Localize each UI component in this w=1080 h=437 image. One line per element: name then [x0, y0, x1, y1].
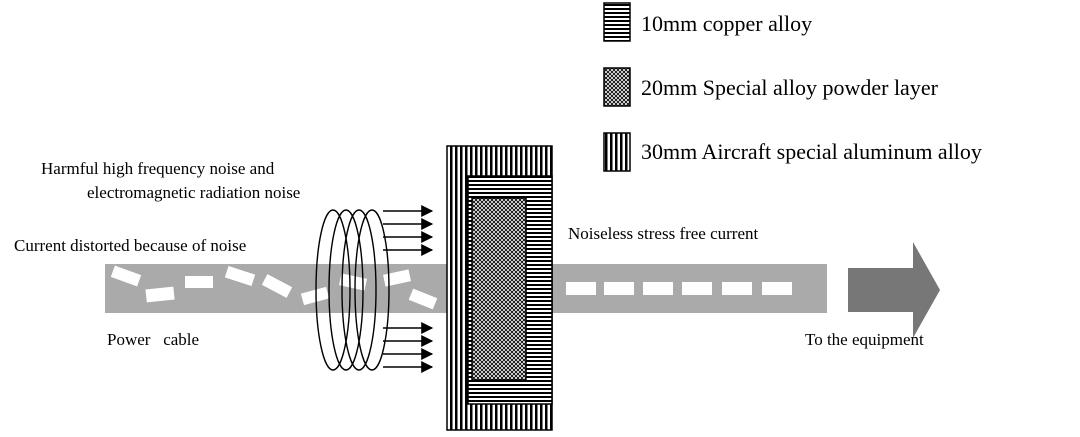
noise-label-line2: electromagnetic radiation noise	[87, 183, 301, 202]
distorted-pulse	[339, 273, 367, 291]
power-cable-label: Power cable	[107, 330, 200, 349]
legend	[603, 2, 631, 172]
distorted-pulses	[110, 265, 438, 310]
distorted-pulse	[261, 274, 293, 298]
distorted-pulse	[383, 269, 411, 287]
distorted-current-label: Current distorted because of noise	[14, 236, 247, 255]
legend-label-powder: 20mm Special alloy powder layer	[641, 75, 938, 100]
distorted-pulse	[300, 286, 330, 306]
noise-arrows-lower	[383, 322, 434, 373]
legend-label-aluminum: 30mm Aircraft special aluminum alloy	[641, 139, 982, 164]
distorted-pulse	[145, 286, 175, 303]
legend-label-copper: 10mm copper alloy	[641, 11, 813, 36]
clean-pulse	[643, 282, 673, 295]
distorted-pulse	[408, 288, 438, 310]
to-equipment-arrow	[848, 242, 940, 338]
clean-current-label: Noiseless stress free current	[568, 224, 759, 243]
to-equipment-label: To the equipment	[805, 330, 924, 349]
noise-label-line1: Harmful high frequency noise and	[41, 159, 275, 178]
legend-swatch-aluminum	[603, 132, 631, 172]
distorted-pulse	[224, 265, 256, 287]
legend-swatch-copper	[603, 2, 631, 42]
distorted-pulse	[185, 276, 213, 288]
clean-pulse	[762, 282, 792, 295]
clean-pulse	[682, 282, 712, 295]
noise-coils	[315, 209, 390, 371]
legend-swatch-powder	[603, 67, 631, 107]
filter-block	[446, 145, 553, 431]
noise-coil	[315, 209, 351, 371]
powder-layer	[471, 197, 527, 381]
distorted-pulse	[110, 265, 142, 287]
noise-arrows-upper	[383, 205, 434, 256]
noise-coil	[354, 209, 390, 371]
clean-pulse	[566, 282, 596, 295]
clean-pulse	[604, 282, 634, 295]
noise-coil	[328, 209, 364, 371]
noise-coil	[341, 209, 377, 371]
clean-pulses	[566, 282, 792, 295]
clean-pulse	[722, 282, 752, 295]
